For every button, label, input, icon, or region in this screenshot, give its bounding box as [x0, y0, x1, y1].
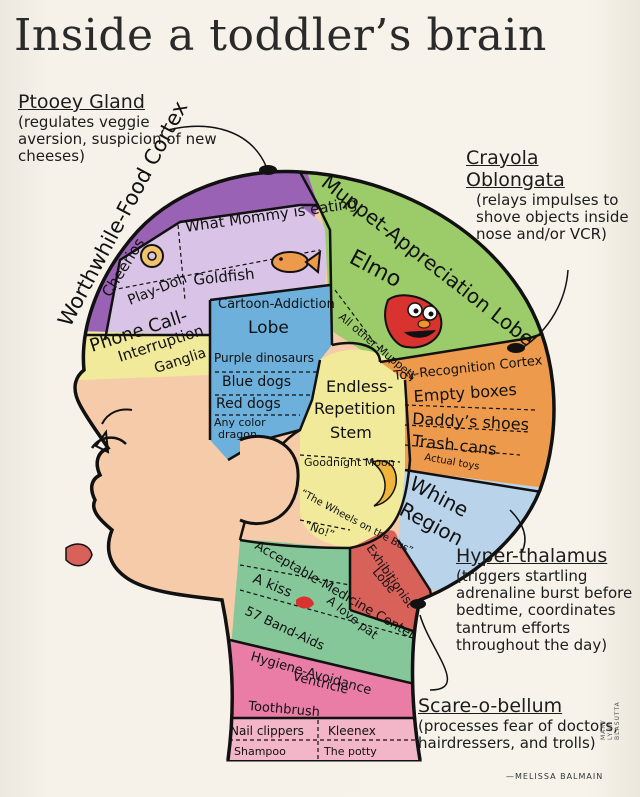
- region-hygiene-lower: [220, 718, 440, 760]
- label-stem: Stem: [330, 423, 372, 442]
- region-worthwhile-food-inner: [105, 205, 330, 340]
- label-dragon: dragon: [218, 428, 257, 441]
- callout-crayola-name: Crayola Oblongata: [466, 147, 565, 191]
- page-title: Inside a toddler’s brain: [14, 10, 547, 61]
- callout-hyper-thalamus: Hyper-thalamus (triggers startling adren…: [456, 545, 636, 654]
- lips-icon: [65, 543, 93, 567]
- label-red-dogs: Red dogs: [216, 396, 281, 412]
- callout-ptooey-gland: Ptooey Gland (regulates veggie aversion,…: [18, 91, 218, 166]
- moon-icon: [370, 460, 397, 507]
- eye-icon: [90, 408, 133, 454]
- callout-hyper-desc: (triggers startling adrenaline burst bef…: [456, 566, 633, 654]
- label-endless: Endless-: [326, 377, 393, 396]
- elmo-icon: [384, 294, 443, 349]
- label-kleenex: Kleenex: [328, 724, 376, 738]
- label-toothbrush: Toothbrush: [247, 699, 321, 720]
- goldfish-icon: [271, 249, 322, 274]
- callout-ptooey-name: Ptooey Gland: [18, 91, 145, 113]
- callout-scare-o-bellum: Scare-o-bellum (processes fear of doctor…: [418, 695, 618, 753]
- crayola-blob-icon: [507, 343, 525, 353]
- callout-crayola-desc: (relays impulses to shove objects inside…: [476, 190, 629, 244]
- callout-crayola-oblongata: Crayola Oblongata (relays impulses to sh…: [466, 147, 636, 244]
- ear: [239, 434, 300, 525]
- label-the-potty: The potty: [323, 745, 377, 758]
- label-blue-dogs: Blue dogs: [222, 374, 291, 390]
- label-cartoon-lobe: Lobe: [248, 318, 289, 338]
- hyper-blob-icon: [410, 599, 426, 609]
- label-cartoon-addiction: Cartoon-Addiction: [218, 297, 335, 312]
- region-toy-recognition-cortex: [380, 330, 554, 495]
- label-repetition: Repetition: [314, 399, 396, 418]
- region-hygiene-avoidance-ventricle: [220, 640, 440, 720]
- callout-ptooey-desc: (regulates veggie aversion, suspicion of…: [18, 112, 217, 166]
- kiss-icon: [296, 596, 314, 609]
- label-goodnight-moon: Goodnight Moon: [304, 456, 395, 469]
- callout-scare-desc: (processes fear of doctors, hairdressers…: [418, 716, 618, 753]
- label-purple-dinosaurs: Purple dinosaurs: [214, 351, 314, 365]
- callout-scare-name: Scare-o-bellum: [418, 695, 563, 717]
- author-credit: —MELISSA BALMAIN: [506, 772, 604, 781]
- ptooey-blob-icon: [259, 165, 277, 175]
- label-shampoo: Shampoo: [234, 745, 286, 758]
- label-nail-clippers: Nail clippers: [230, 724, 304, 738]
- callout-hyper-name: Hyper-thalamus: [456, 545, 608, 567]
- label-any-color: Any color: [214, 416, 266, 429]
- illustrator-credit: MARY LYNN BLASUTTA: [600, 701, 621, 740]
